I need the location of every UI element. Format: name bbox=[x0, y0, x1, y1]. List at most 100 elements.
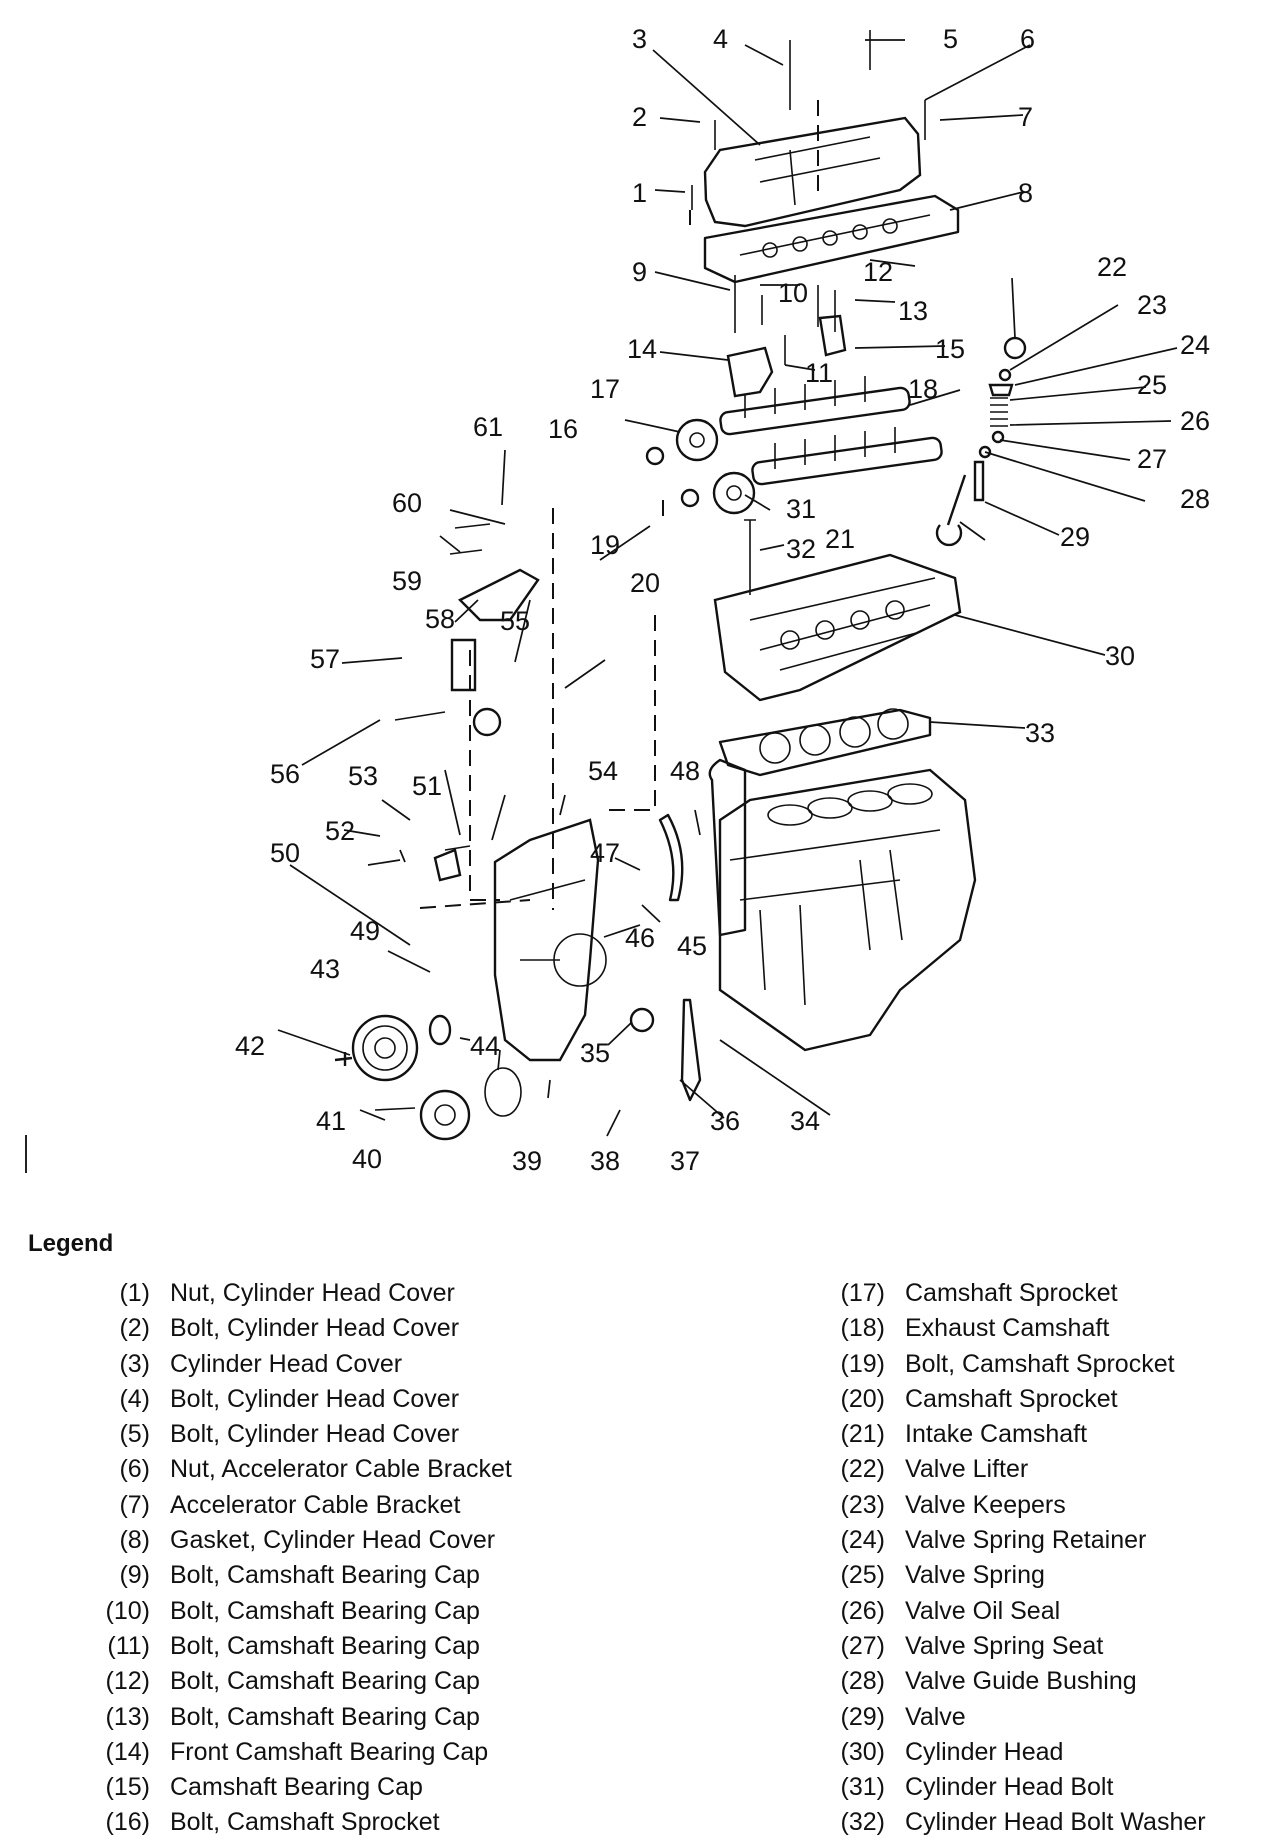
callout-35: 35 bbox=[580, 1038, 610, 1068]
callout-3: 3 bbox=[632, 24, 647, 54]
callout-18: 18 bbox=[908, 374, 938, 404]
intake-camshaft bbox=[751, 427, 943, 486]
legend-item: (7)Accelerator Cable Bracket bbox=[70, 1488, 512, 1523]
legend-item: (16)Bolt, Camshaft Sprocket bbox=[70, 1805, 512, 1840]
callout-39: 39 bbox=[512, 1146, 542, 1176]
callout-15: 15 bbox=[935, 334, 965, 364]
callout-54: 54 bbox=[588, 756, 618, 786]
legend-number: (25) bbox=[840, 1561, 885, 1590]
legend-number: (4) bbox=[119, 1384, 150, 1413]
legend-item: (22)Valve Lifter bbox=[805, 1452, 1206, 1487]
callout-28: 28 bbox=[1180, 484, 1210, 514]
legend-label: Exhaust Camshaft bbox=[905, 1314, 1110, 1343]
legend-item: (26)Valve Oil Seal bbox=[805, 1594, 1206, 1629]
legend-label: Bolt, Camshaft Bearing Cap bbox=[170, 1667, 480, 1696]
legend-label: Cylinder Head bbox=[905, 1737, 1064, 1766]
callout-16: 16 bbox=[548, 414, 578, 444]
legend-label: Valve Oil Seal bbox=[905, 1596, 1061, 1625]
callout-25: 25 bbox=[1137, 370, 1167, 400]
callout-37: 37 bbox=[670, 1146, 700, 1176]
legend-item: (18)Exhaust Camshaft bbox=[805, 1311, 1206, 1346]
legend-item: (12)Bolt, Camshaft Bearing Cap bbox=[70, 1664, 512, 1699]
crankshaft-pulley bbox=[334, 1014, 452, 1082]
callout-61: 61 bbox=[473, 412, 503, 442]
legend-item: (6)Nut, Accelerator Cable Bracket bbox=[70, 1452, 511, 1487]
legend-number: (9) bbox=[119, 1561, 150, 1590]
callout-44: 44 bbox=[470, 1031, 500, 1061]
callout-13: 13 bbox=[898, 296, 928, 326]
legend-number: (20) bbox=[840, 1384, 885, 1413]
legend-label: Cylinder Head Bolt bbox=[905, 1773, 1114, 1802]
cover-gasket bbox=[703, 194, 960, 284]
legend-label: Bolt, Cylinder Head Cover bbox=[170, 1314, 460, 1343]
callout-17: 17 bbox=[590, 374, 620, 404]
callout-55: 55 bbox=[500, 606, 530, 636]
callout-47: 47 bbox=[590, 838, 620, 868]
legend-label: Camshaft Bearing Cap bbox=[170, 1773, 423, 1802]
exhaust-camshaft bbox=[719, 376, 911, 436]
legend-item: (17)Camshaft Sprocket bbox=[805, 1276, 1206, 1311]
leader-lines bbox=[277, 39, 1178, 1137]
callout-1: 1 bbox=[632, 178, 647, 208]
legend-number: (13) bbox=[105, 1702, 150, 1731]
legend-number: (1) bbox=[119, 1279, 150, 1307]
legend-item: (20)Camshaft Sprocket bbox=[805, 1382, 1206, 1417]
legend-item: (10)Bolt, Camshaft Bearing Cap bbox=[70, 1594, 512, 1629]
legend-number: (23) bbox=[840, 1490, 885, 1519]
callout-9: 9 bbox=[632, 257, 647, 287]
callout-7: 7 bbox=[1018, 102, 1033, 132]
legend-number: (28) bbox=[840, 1667, 885, 1696]
legend-number: (30) bbox=[840, 1737, 885, 1766]
legend-label: Bolt, Cylinder Head Cover bbox=[170, 1420, 460, 1449]
cylinder-head bbox=[713, 519, 962, 702]
callout-22: 22 bbox=[1097, 252, 1127, 282]
legend-number: (15) bbox=[105, 1773, 150, 1802]
legend-column-left: (1) Nut, Cylinder Head Cover (2)Bolt, Cyl… bbox=[70, 1276, 512, 1841]
legend-label: Cylinder Head Bolt Washer bbox=[905, 1808, 1206, 1837]
legend-title: Legend bbox=[28, 1230, 114, 1257]
legend-number: (14) bbox=[105, 1737, 150, 1766]
callout-14: 14 bbox=[627, 334, 657, 364]
legend-label: Valve Spring Seat bbox=[905, 1631, 1104, 1660]
legend-item: (25)Valve Spring bbox=[805, 1558, 1206, 1593]
legend-label: Valve Spring Retainer bbox=[905, 1526, 1147, 1555]
legend-number: (17) bbox=[840, 1279, 885, 1307]
legend-label: Bolt, Camshaft Bearing Cap bbox=[170, 1561, 480, 1590]
legend-number: (19) bbox=[840, 1349, 885, 1378]
callout-8: 8 bbox=[1018, 178, 1033, 208]
head-gasket bbox=[718, 708, 932, 777]
legend-label: Bolt, Camshaft Bearing Cap bbox=[170, 1631, 480, 1660]
legend-label: Bolt, Camshaft Sprocket bbox=[170, 1808, 440, 1837]
callout-41: 41 bbox=[316, 1106, 346, 1136]
legend-item: (30) Cylinder Head bbox=[805, 1735, 1206, 1770]
bearing-caps-bolts bbox=[691, 30, 926, 398]
legend-label: Bolt, Camshaft Bearing Cap bbox=[170, 1596, 480, 1625]
callout-59: 59 bbox=[392, 566, 422, 596]
callout-43: 43 bbox=[310, 954, 340, 984]
legend-item: (23)Valve Keepers bbox=[805, 1488, 1206, 1523]
legend-label: Accelerator Cable Bracket bbox=[170, 1490, 461, 1519]
callout-4: 4 bbox=[713, 24, 728, 54]
callout-38: 38 bbox=[590, 1146, 620, 1176]
legend-label: Bolt, Cylinder Head Cover bbox=[170, 1384, 460, 1413]
legend-item: (14)Front Camshaft Bearing Cap bbox=[70, 1735, 512, 1770]
legend-item: (11)Bolt, Camshaft Bearing Cap bbox=[70, 1629, 512, 1664]
legend-item: (32)Cylinder Head Bolt Washer bbox=[805, 1805, 1206, 1840]
legend-label: Gasket, Cylinder Head Cover bbox=[170, 1526, 496, 1555]
callout-51: 51 bbox=[412, 771, 442, 801]
legend-label: Valve bbox=[905, 1702, 966, 1731]
callout-2: 2 bbox=[632, 102, 647, 132]
callout-36: 36 bbox=[710, 1106, 740, 1136]
legend-number: (6) bbox=[119, 1455, 150, 1484]
legend-label: Cylinder Head Cover bbox=[170, 1349, 403, 1378]
legend-label: Nut, Cylinder Head Cover bbox=[170, 1279, 455, 1307]
legend-item: (27)Valve Spring Seat bbox=[805, 1629, 1206, 1664]
callout-23: 23 bbox=[1137, 290, 1167, 320]
legend-item: (9) Bolt, Camshaft Bearing Cap bbox=[70, 1558, 512, 1593]
legend-column-right: (17)Camshaft Sprocket (18)Exhaust Camsha… bbox=[805, 1276, 1206, 1841]
legend-label: Bolt, Camshaft Bearing Cap bbox=[170, 1702, 480, 1731]
callout-20: 20 bbox=[630, 568, 660, 598]
callout-10: 10 bbox=[778, 278, 808, 308]
legend-item: (2)Bolt, Cylinder Head Cover bbox=[70, 1311, 512, 1346]
callout-45: 45 bbox=[677, 931, 707, 961]
